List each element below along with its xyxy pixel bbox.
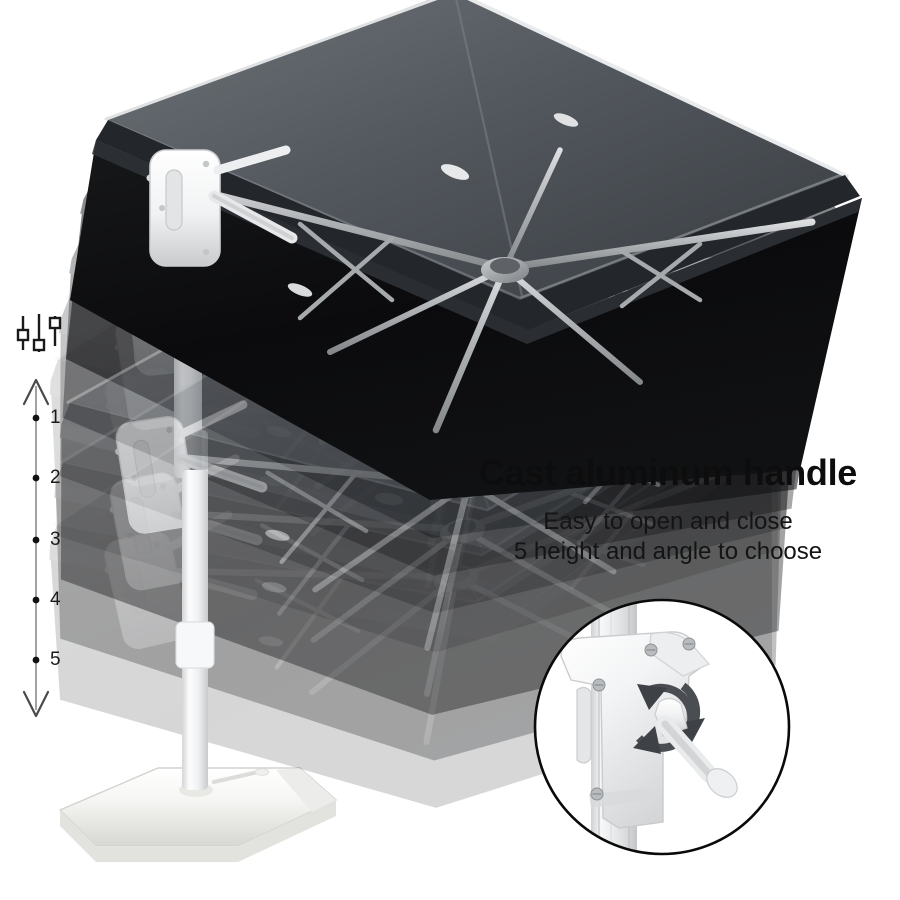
- inset-content: [560, 600, 738, 854]
- scale-tick-label-3: 3: [50, 529, 61, 550]
- subtitle-line-1: Easy to open and close: [543, 508, 793, 535]
- subtitle-line-2: 5 height and angle to choose: [513, 538, 823, 565]
- scale-tick-label-4: 4: [50, 589, 61, 610]
- scale-tick-label-5: 5: [50, 649, 61, 670]
- sliders-icon: [16, 314, 62, 352]
- double-headed-vertical-arrow: [22, 378, 50, 718]
- inset-border: [533, 598, 791, 856]
- cast-aluminum-handle-closeup: [533, 598, 791, 856]
- headline: Cast aluminum handle: [478, 452, 858, 493]
- height-scale-annotation: 1 2 3 4 5: [0, 300, 80, 730]
- mast-front-segment: [175, 470, 215, 790]
- inset-crank: [654, 697, 738, 798]
- scale-tick-label-1: 1: [50, 407, 61, 428]
- umbrella-base: [58, 767, 338, 862]
- scale-tick-label-2: 2: [50, 467, 61, 488]
